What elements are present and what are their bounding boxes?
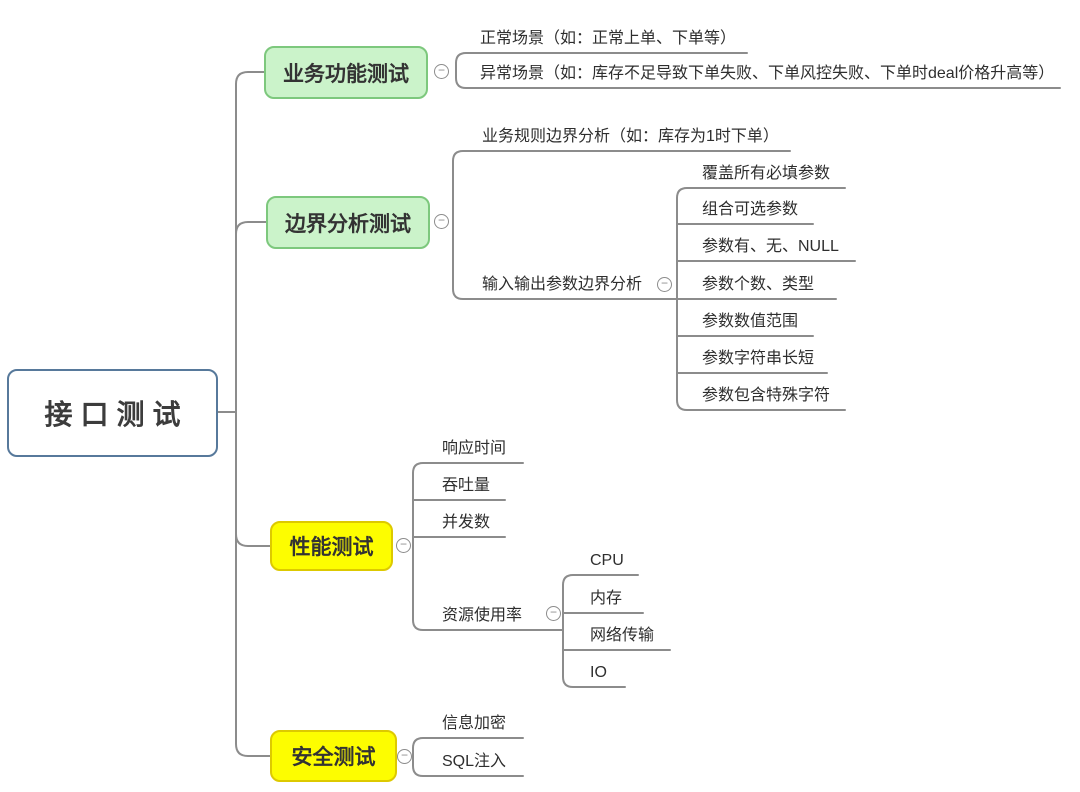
leaf-normal-scenario[interactable]: 正常场景（如：正常上单、下单等）	[480, 30, 737, 47]
leaf-io[interactable]: IO	[590, 664, 607, 681]
leaf-concurrency[interactable]: 并发数	[442, 514, 491, 531]
leaf-resource-usage[interactable]: 资源使用率	[442, 607, 523, 624]
leaf-abnormal-scenario[interactable]: 异常场景（如：库存不足导致下单失败、下单风控失败、下单时deal价格升高等）	[480, 65, 1055, 82]
leaf-business-rule-boundary[interactable]: 业务规则边界分析（如：库存为1时下单）	[482, 128, 779, 145]
leaf-param-value-range[interactable]: 参数数值范围	[702, 313, 799, 330]
leaf-cover-required-params[interactable]: 覆盖所有必填参数	[702, 165, 831, 182]
branch2-sub-bracket	[676, 187, 846, 411]
branch-node-performance-testing[interactable]: 性能测试	[270, 521, 393, 571]
leaf-cpu[interactable]: CPU	[590, 552, 624, 569]
collapse-icon-boundary-analysis[interactable]: −	[434, 214, 449, 229]
leaf-param-present-absent-null[interactable]: 参数有、无、NULL	[702, 238, 839, 255]
leaf-sql-injection[interactable]: SQL注入	[442, 753, 507, 770]
leaf-throughput[interactable]: 吞吐量	[442, 477, 491, 494]
trunk-lower-line	[235, 411, 271, 757]
leaf-info-encryption[interactable]: 信息加密	[442, 715, 507, 732]
leaf-network-transfer[interactable]: 网络传输	[590, 627, 655, 644]
leaf-response-time[interactable]: 响应时间	[442, 440, 507, 457]
leaf-param-count-type[interactable]: 参数个数、类型	[702, 276, 815, 293]
collapse-icon-io-param-boundary[interactable]: −	[657, 277, 672, 292]
branch-node-business-function-testing[interactable]: 业务功能测试	[264, 46, 428, 99]
leaf-param-special-chars[interactable]: 参数包含特殊字符	[702, 387, 831, 404]
leaf-io-param-boundary[interactable]: 输入输出参数边界分析	[482, 276, 643, 293]
leaf-memory[interactable]: 内存	[590, 590, 623, 607]
branch-node-boundary-analysis-testing[interactable]: 边界分析测试	[266, 196, 430, 249]
root-node-interface-testing[interactable]: 接口测试	[7, 369, 218, 457]
branch-node-security-testing[interactable]: 安全测试	[270, 730, 397, 782]
collapse-icon-performance[interactable]: −	[396, 538, 411, 553]
collapse-icon-business-function[interactable]: −	[434, 64, 449, 79]
leaf-param-string-length[interactable]: 参数字符串长短	[702, 350, 815, 367]
collapse-icon-security[interactable]: −	[397, 749, 412, 764]
trunk-branch2-fillet	[235, 221, 267, 235]
leaf-combine-optional-params[interactable]: 组合可选参数	[702, 201, 799, 218]
trunk-branch3-fillet	[235, 533, 271, 547]
collapse-icon-resource-usage[interactable]: −	[546, 606, 561, 621]
trunk-upper-line	[235, 71, 265, 413]
